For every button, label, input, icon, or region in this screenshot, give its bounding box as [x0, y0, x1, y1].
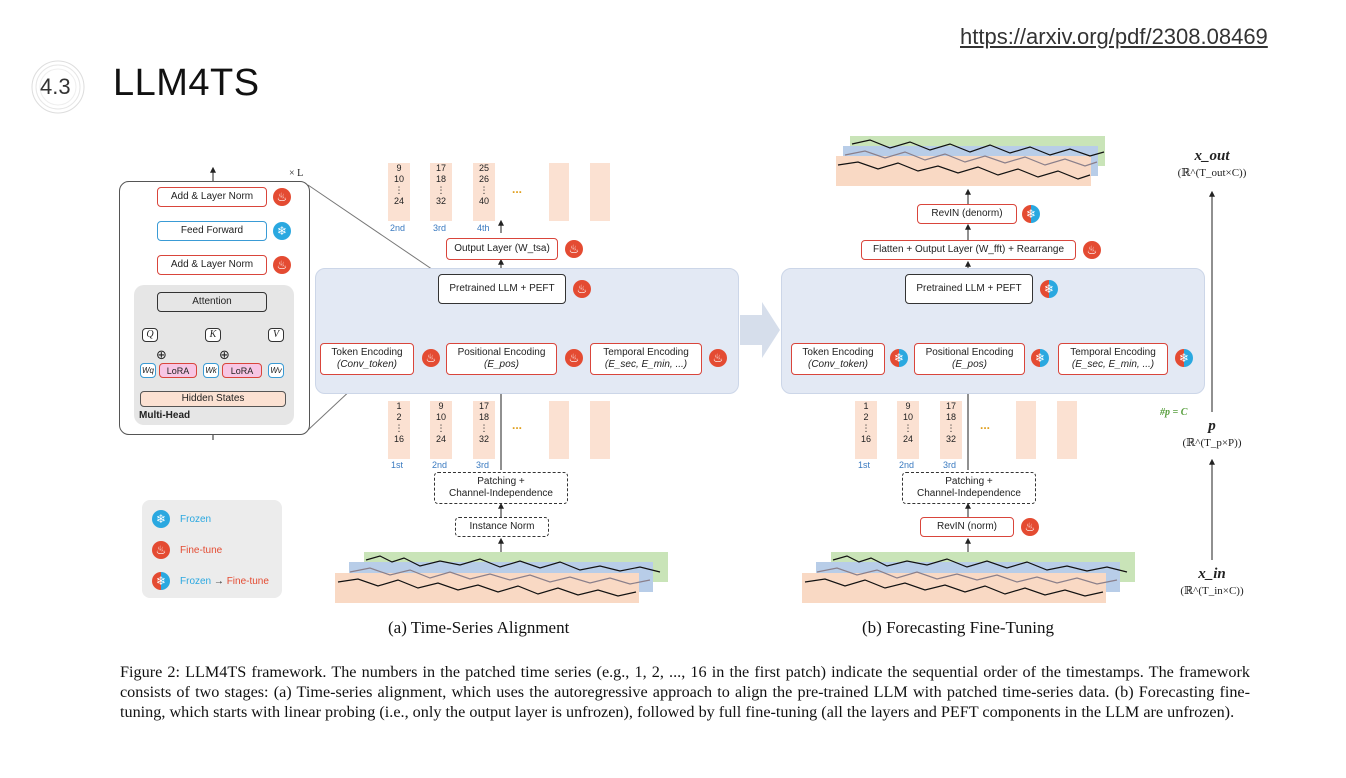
add-norm-bottom: Add & Layer Norm	[157, 255, 267, 275]
empty-patch	[549, 163, 569, 221]
ellipsis: ...	[980, 418, 991, 432]
patch-order: 4th	[477, 223, 490, 233]
legend-frozen: Frozen	[180, 514, 212, 525]
x-out-domain: (ℝ^(T_out×C))	[1177, 167, 1247, 179]
fire-icon: ♨	[573, 280, 591, 298]
multi-head-label: Multi-Head	[139, 410, 191, 421]
legend-frozen-to-finetune: Frozen → Fine-tune	[180, 576, 269, 587]
snowflake-icon: ❄	[152, 510, 170, 528]
empty-patch	[1016, 401, 1036, 459]
revin-denorm: RevIN (denorm)	[917, 204, 1017, 224]
wq-box: Wq	[140, 363, 156, 378]
patch-order: 3rd	[476, 460, 490, 470]
caption-a: (a) Time-Series Alignment	[388, 618, 570, 637]
patch-order: 1st	[858, 460, 871, 470]
p-label: p	[1208, 418, 1216, 434]
patch-order: 2nd	[390, 223, 406, 233]
output-layer-tsa: Output Layer (W_tsa)	[446, 238, 558, 260]
section-number: 4.3	[40, 74, 71, 99]
wk-box: Wk	[203, 363, 219, 378]
patch-order: 1st	[391, 460, 404, 470]
p-domain: (ℝ^(T_p×P))	[1182, 437, 1242, 449]
lora-box-2: LoRA	[222, 363, 262, 378]
figure-caption: Figure 2: LLM4TS framework. The numbers …	[120, 663, 1250, 721]
pretrained-llm-peft: Pretrained LLM + PEFT	[905, 274, 1033, 304]
p-eq-c-label: #p = C	[1160, 407, 1188, 418]
fire-icon: ♨	[565, 240, 583, 258]
fire-icon: ♨	[422, 349, 440, 367]
positional-encoding: Positional Encoding(E_pos)	[914, 343, 1025, 375]
fire-icon: ♨	[709, 349, 727, 367]
patching-box: Patching +Channel-Independence	[434, 472, 568, 504]
patching-box: Patching +Channel-Independence	[902, 472, 1036, 504]
positional-encoding: Positional Encoding(E_pos)	[446, 343, 557, 375]
temporal-encoding: Temporal Encoding(E_sec, E_min, ...)	[1058, 343, 1168, 375]
add-norm-top: Add & Layer Norm	[157, 187, 267, 207]
snowflake-icon: ❄	[273, 222, 291, 240]
flatten-output-layer: Flatten + Output Layer (W_fft) + Rearran…	[861, 240, 1076, 260]
caption-b: (b) Forecasting Fine-Tuning	[862, 618, 1055, 637]
page-title: LLM4TS	[113, 62, 260, 104]
section-badge: 4.3	[28, 60, 90, 114]
k-box: K	[205, 328, 221, 342]
empty-patch	[1057, 401, 1077, 459]
temporal-encoding: Temporal Encoding(E_sec, E_min, ...)	[590, 343, 702, 375]
x-in-label: x_in	[1198, 566, 1226, 582]
fire-icon: ♨	[565, 349, 583, 367]
empty-patch	[549, 401, 569, 459]
v-box: V	[268, 328, 284, 342]
x-in-domain: (ℝ^(T_in×C))	[1180, 585, 1244, 597]
token-encoding: Token Encoding(Conv_token)	[320, 343, 414, 375]
legend: ❄ Frozen ♨ Fine-tune ❄ Frozen → Fine-tun…	[142, 500, 282, 598]
feed-forward: Feed Forward	[157, 221, 267, 241]
q-box: Q	[142, 328, 158, 342]
frozen-finetune-icon: ❄	[1031, 349, 1049, 367]
ellipsis: ...	[512, 182, 523, 196]
legend-finetune: Fine-tune	[180, 545, 223, 556]
frozen-finetune-icon: ❄	[1175, 349, 1193, 367]
source-url[interactable]: https://arxiv.org/pdf/2308.08469	[960, 24, 1268, 49]
frozen-finetune-icon: ❄	[890, 349, 908, 367]
patch-order: 2nd	[432, 460, 448, 470]
layer-repeat-label: × L	[289, 168, 304, 179]
fire-icon: ♨	[1083, 241, 1101, 259]
patch-order: 3rd	[433, 223, 447, 233]
patch-order: 3rd	[943, 460, 957, 470]
revin-norm: RevIN (norm)	[920, 517, 1014, 537]
frozen-finetune-icon: ❄	[1022, 205, 1040, 223]
plus-icon: ⊕	[219, 347, 230, 362]
frozen-finetune-icon: ❄	[152, 572, 170, 590]
ellipsis: ...	[512, 418, 523, 432]
fire-icon: ♨	[273, 188, 291, 206]
plus-icon: ⊕	[156, 347, 167, 362]
empty-patch	[590, 401, 610, 459]
fire-icon: ♨	[273, 256, 291, 274]
fire-icon: ♨	[1021, 518, 1039, 536]
token-encoding: Token Encoding(Conv_token)	[791, 343, 885, 375]
attention-box: Attention	[157, 292, 267, 312]
fire-icon: ♨	[152, 541, 170, 559]
wv-box: Wv	[268, 363, 284, 378]
x-out-label: x_out	[1194, 148, 1230, 164]
pretrained-llm-peft: Pretrained LLM + PEFT	[438, 274, 566, 304]
frozen-finetune-icon: ❄	[1040, 280, 1058, 298]
lora-box-1: LoRA	[159, 363, 197, 378]
patch-order: 2nd	[899, 460, 915, 470]
instance-norm: Instance Norm	[455, 517, 549, 537]
empty-patch	[590, 163, 610, 221]
hidden-states: Hidden States	[140, 391, 286, 407]
badge-swirl-icon	[31, 60, 85, 114]
